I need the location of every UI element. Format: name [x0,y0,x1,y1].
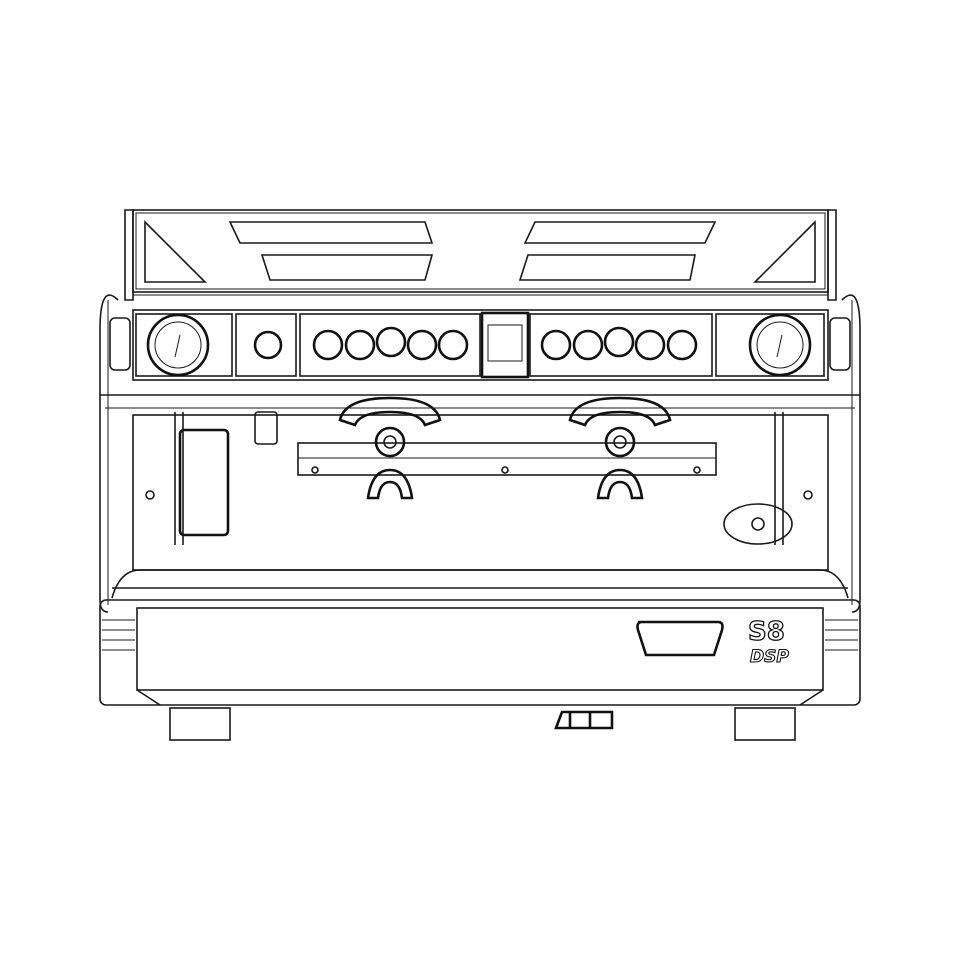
drip-tray-front: S8 DSP [99,569,861,706]
display-screen [480,311,530,379]
dose-button[interactable] [572,329,604,361]
dose-button[interactable] [312,329,344,361]
drip-tray-handle[interactable] [636,620,724,657]
dose-button[interactable] [375,326,407,358]
dose-button[interactable] [603,326,635,358]
cup-warmer-tray [124,209,837,301]
machine-body [99,294,861,613]
group-head-right [568,396,672,500]
dose-button[interactable] [437,329,469,361]
hot-water-button[interactable] [253,330,283,360]
logo-model: S8 [748,617,785,647]
control-panel [132,309,829,381]
group-head-left [338,396,442,500]
group-2-buttons [540,326,698,361]
dose-button[interactable] [634,329,666,361]
dose-button[interactable] [406,329,438,361]
brew-groups [297,396,717,500]
back-panel [132,411,829,571]
drain-valve [554,710,614,730]
feet [169,707,796,741]
dose-button[interactable] [344,329,376,361]
logo-variant: DSP [750,647,789,667]
group-1-buttons [312,326,469,361]
dose-button[interactable] [666,329,698,361]
dose-button[interactable] [540,329,572,361]
steam-lever[interactable] [178,428,230,537]
pressure-gauge-right-icon [748,313,812,377]
pressure-gauge-left-icon [146,313,210,377]
portafilter-left[interactable] [366,468,414,500]
portafilter-right[interactable] [596,468,644,500]
